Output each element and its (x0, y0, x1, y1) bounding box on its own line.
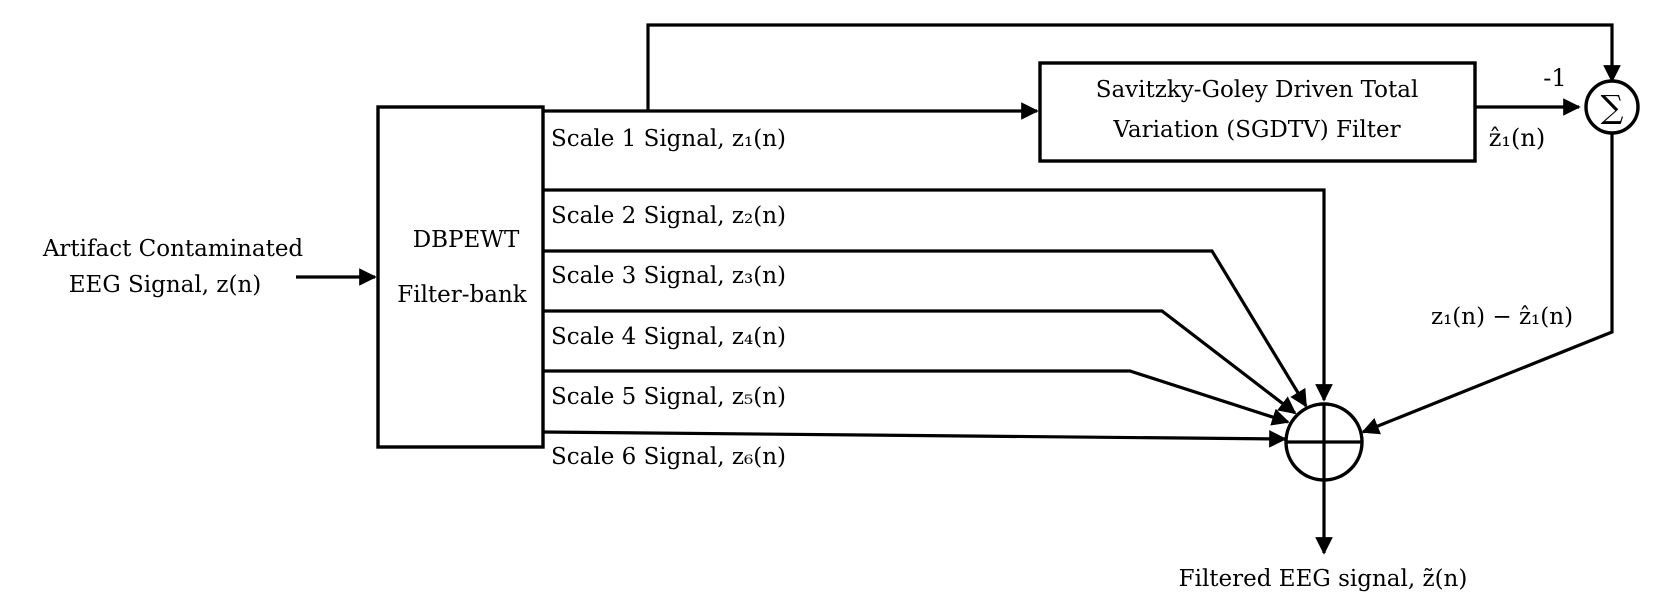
scale6-label: Scale 6 Signal, z₆(n) (551, 444, 786, 470)
scale2-label: Scale 2 Signal, z₂(n) (551, 203, 786, 229)
adder-node (1284, 402, 1364, 482)
scale1-label: Scale 1 Signal, z₁(n) (551, 126, 786, 152)
difference-label: z₁(n) − ẑ₁(n) (1431, 304, 1573, 330)
input-signal-label: Artifact Contaminated EEG Signal, z(n) (42, 236, 304, 298)
scale4-label: Scale 4 Signal, z₄(n) (551, 324, 786, 350)
summation-symbol: ∑ (1601, 88, 1624, 126)
output-label: Filtered EEG signal, z̃(n) (1179, 566, 1468, 592)
scale3-arrow-to-adder (543, 249, 1308, 408)
minus-one-label: -1 (1543, 64, 1566, 92)
filterbank-label-line2: Filter-bank (397, 282, 528, 308)
input-label-line2: EEG Signal, z(n) (69, 272, 261, 298)
input-label-line1: Artifact Contaminated (42, 236, 304, 262)
scale3-label: Scale 3 Signal, z₃(n) (551, 263, 786, 289)
sgdtv-filter-block (1038, 61, 1477, 163)
scale2-arrow-to-adder (543, 188, 1333, 402)
filterbank-label-line1: DBPEWT (413, 227, 520, 253)
scale1-bypass-arrow-to-summation (646, 23, 1621, 111)
scale4-arrow-to-adder (543, 309, 1297, 415)
sgdtv-output-label: ẑ₁(n) (1489, 124, 1545, 152)
scale6-arrow-to-adder (542, 430, 1287, 448)
dbpewt-filterbank-block (376, 105, 545, 449)
scale5-label: Scale 5 Signal, z₅(n) (551, 384, 786, 410)
difference-arrow-to-adder (1361, 133, 1614, 435)
scale5-arrow-to-adder (543, 369, 1290, 426)
sgdtv-label-line2: Variation (SGDTV) Filter (1112, 117, 1400, 143)
sgdtv-label-line1: Savitzky-Goley Driven Total (1096, 77, 1419, 103)
